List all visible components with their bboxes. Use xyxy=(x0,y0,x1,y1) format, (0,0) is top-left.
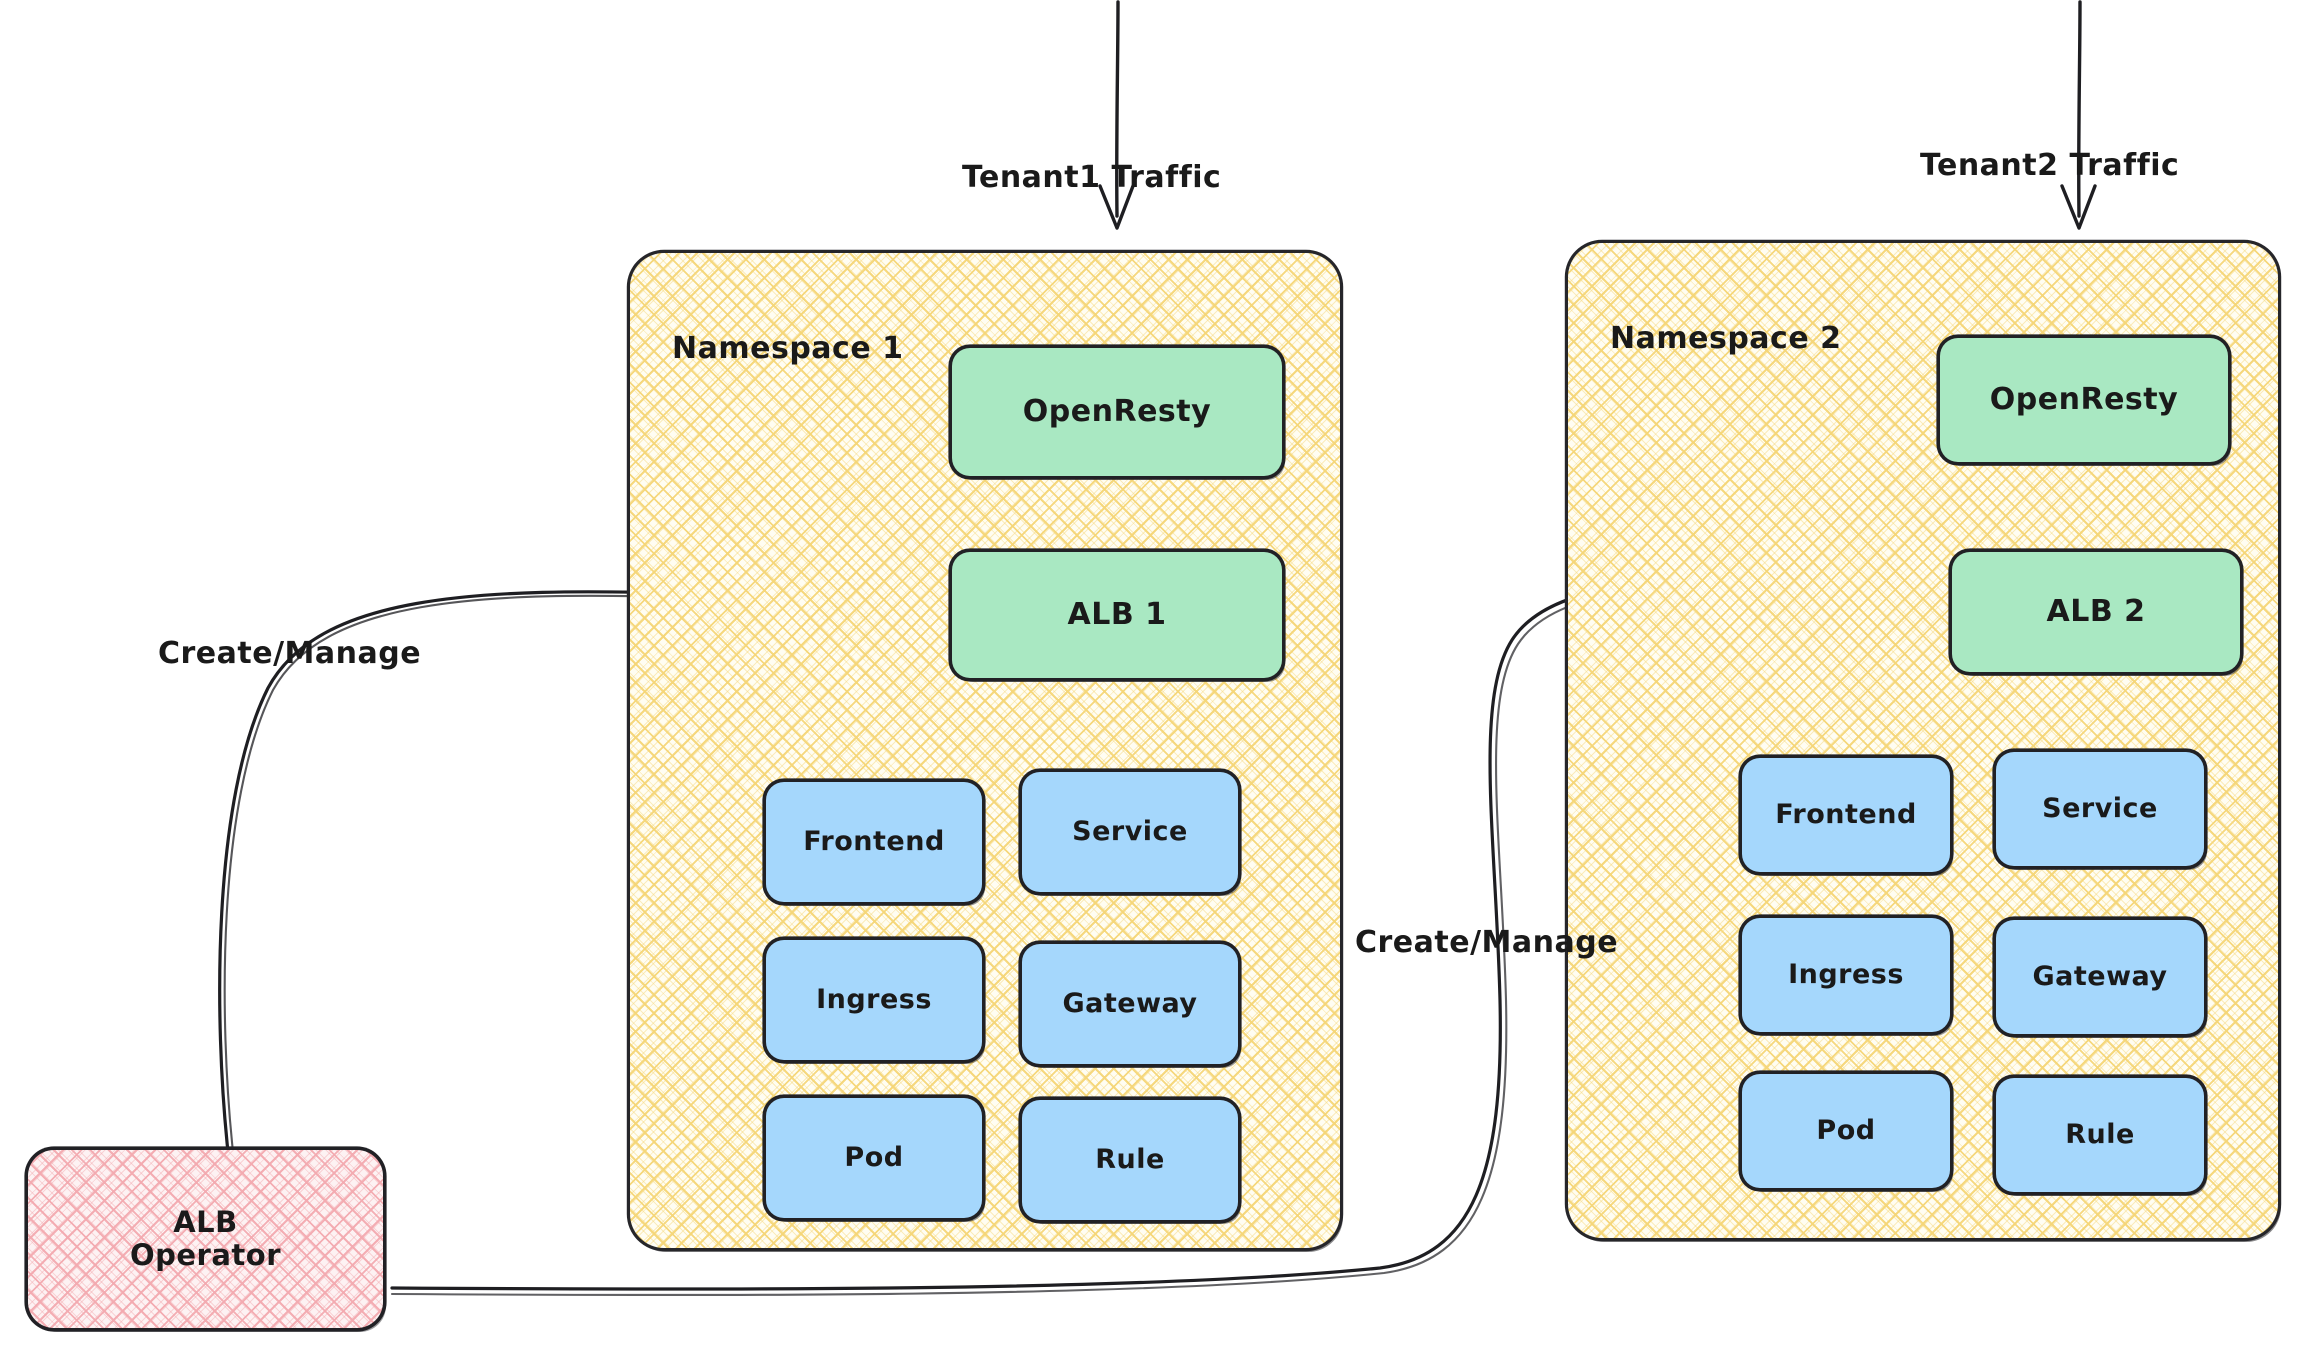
namespace-2-resource-rule[interactable]: Rule xyxy=(1996,1078,2204,1192)
namespace-2-resource-service[interactable]: Service xyxy=(1996,752,2204,866)
namespace-1-resource-pod[interactable]: Pod xyxy=(766,1098,982,1218)
namespace-2-resource-ingress[interactable]: Ingress xyxy=(1742,918,1950,1032)
namespace-2-alb-node[interactable]: ALB 2 xyxy=(1952,552,2240,672)
namespace-2-resource-service-label: Service xyxy=(2042,793,2158,825)
namespace-1-resource-frontend-label: Frontend xyxy=(803,826,945,858)
namespace-2-resource-rule-label: Rule xyxy=(2065,1119,2135,1151)
namespace-2-resource-gateway[interactable]: Gateway xyxy=(1996,920,2204,1034)
namespace-1-resource-ingress-label: Ingress xyxy=(816,984,932,1016)
namespace-1-resource-frontend[interactable]: Frontend xyxy=(766,782,982,902)
namespace-1-resource-gateway-label: Gateway xyxy=(1062,988,1198,1020)
namespace-2-resource-pod-label: Pod xyxy=(1816,1115,1876,1147)
namespace-1-resource-service[interactable]: Service xyxy=(1022,772,1238,892)
tenant2-traffic-label: Tenant2 Traffic xyxy=(1920,148,2180,183)
namespace-2-resource-frontend[interactable]: Frontend xyxy=(1742,758,1950,872)
namespace-2-title: Namespace 2 xyxy=(1610,321,1842,356)
namespace-1-resource-service-label: Service xyxy=(1072,816,1188,848)
namespace-1-alb-node[interactable]: ALB 1 xyxy=(952,552,1282,678)
tenant1-traffic-label: Tenant1 Traffic xyxy=(962,160,1222,195)
namespace-2-resource-pod[interactable]: Pod xyxy=(1742,1074,1950,1188)
namespace-1-resource-ingress[interactable]: Ingress xyxy=(766,940,982,1060)
namespace-2-openresty-node[interactable]: OpenResty xyxy=(1940,338,2228,462)
namespace-1-resource-rule[interactable]: Rule xyxy=(1022,1100,1238,1220)
alb-operator-node[interactable]: ALB Operator xyxy=(28,1150,383,1328)
namespace-2-resource-frontend-label: Frontend xyxy=(1775,799,1917,831)
namespace-2-resource-ingress-label: Ingress xyxy=(1788,959,1904,991)
create-manage-label-1: Create/Manage xyxy=(158,636,422,671)
arrow-tenant2-traffic xyxy=(2060,0,2097,230)
namespace-2-container[interactable]: Namespace 2 xyxy=(1568,243,2278,1238)
namespace-1-title: Namespace 1 xyxy=(672,331,904,366)
namespace-1-resource-gateway[interactable]: Gateway xyxy=(1022,944,1238,1064)
namespace-1-resource-pod-label: Pod xyxy=(844,1142,904,1174)
alb-operator-line1: ALB xyxy=(173,1204,238,1239)
create-manage-label-2: Create/Manage xyxy=(1355,925,1619,960)
namespace-1-alb-label: ALB 1 xyxy=(1067,596,1167,632)
namespace-1-openresty-node[interactable]: OpenResty xyxy=(952,348,1282,476)
namespace-2-resource-gateway-label: Gateway xyxy=(2032,961,2168,993)
namespace-1-openresty-label: OpenResty xyxy=(1022,393,1212,429)
namespace-2-alb-label: ALB 2 xyxy=(2046,593,2146,629)
namespace-2-openresty-label: OpenResty xyxy=(1989,381,2179,417)
namespace-1-resource-rule-label: Rule xyxy=(1095,1144,1165,1176)
alb-operator-line2: Operator xyxy=(129,1238,282,1272)
